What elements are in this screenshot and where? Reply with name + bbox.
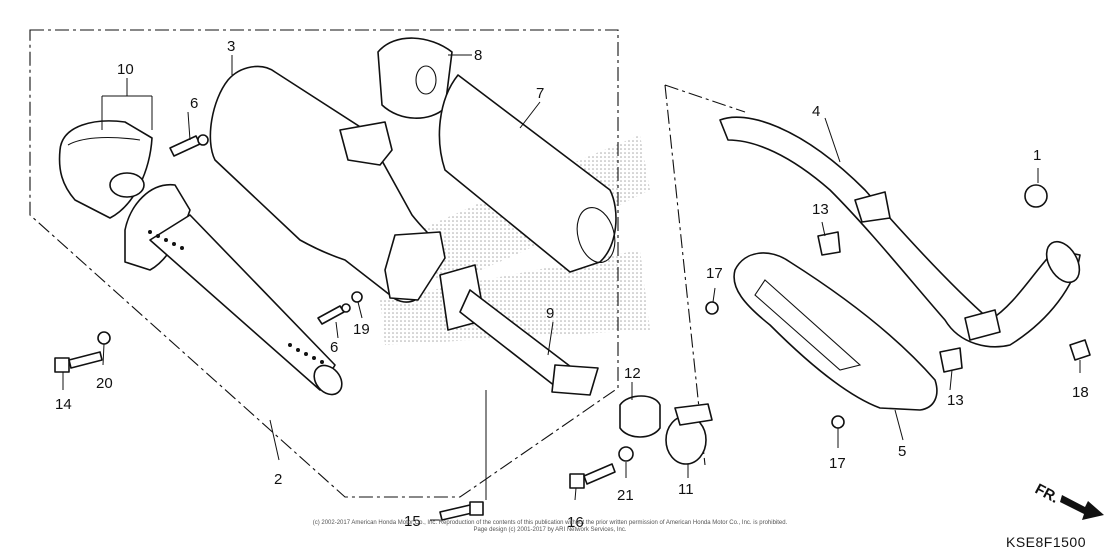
clamp-part[interactable] (665, 403, 713, 465)
rivet-6-lower[interactable] (317, 303, 351, 325)
washer-19[interactable] (351, 291, 363, 303)
callout-1: 1 (1033, 147, 1041, 164)
bolt-16[interactable] (569, 463, 616, 489)
callout-4: 4 (812, 103, 820, 120)
callout-15: 15 (404, 513, 421, 530)
packing-part[interactable] (438, 74, 617, 273)
bolt-15[interactable] (439, 501, 484, 521)
washer-20[interactable] (97, 331, 111, 345)
grommet-part[interactable] (377, 37, 453, 119)
callout-11: 11 (678, 481, 694, 498)
copyright-line-2: Page design (c) 2001-2017 by ARI Network… (473, 527, 627, 533)
callout-8: 8 (474, 47, 482, 64)
callout-6b: 6 (330, 339, 338, 356)
callout-16: 16 (567, 514, 584, 531)
inner-pipe-part[interactable] (124, 184, 347, 400)
callout-3: 3 (227, 38, 235, 55)
callout-10: 10 (117, 61, 134, 78)
callout-5: 5 (898, 443, 906, 460)
bolt-14[interactable] (54, 351, 103, 373)
copyright-notice: (c) 2002-2017 American Honda Motor Co., … (270, 520, 830, 534)
clip-13-lower[interactable] (939, 347, 963, 373)
exhaust-pipe-part[interactable] (719, 116, 1086, 348)
clip-13-upper[interactable] (817, 231, 841, 256)
joint-pipe-part[interactable] (439, 264, 599, 396)
gasket-1[interactable] (1024, 184, 1048, 208)
gasket-part[interactable] (619, 395, 661, 438)
callout-21: 21 (617, 487, 634, 504)
front-arrow-icon (1060, 495, 1104, 520)
callout-12: 12 (624, 365, 641, 382)
callout-13b: 13 (947, 392, 964, 409)
copyright-line-1: (c) 2002-2017 American Honda Motor Co., … (312, 520, 788, 526)
part-number-labels: 1 2 3 4 5 6 6 7 8 9 10 11 12 13 13 14 15… (55, 38, 1089, 531)
muffler-assembly-outline (29, 29, 619, 498)
direction-label: FR. (1032, 481, 1061, 507)
bolt-17-upper[interactable] (705, 301, 719, 315)
heat-protector-part[interactable] (733, 252, 938, 411)
callout-2: 2 (274, 471, 282, 488)
callout-9: 9 (546, 305, 554, 322)
callout-17a: 17 (706, 265, 723, 282)
exhaust-pipe-assembly-outline (664, 84, 746, 466)
front-direction-indicator: FR. (1032, 481, 1104, 520)
callout-14: 14 (55, 396, 72, 413)
muffler-body-part[interactable] (209, 65, 446, 303)
nut-18[interactable] (1069, 339, 1091, 361)
callout-19: 19 (353, 321, 370, 338)
callout-13a: 13 (812, 201, 829, 218)
callout-20: 20 (96, 375, 113, 392)
leader-lines (62, 54, 1081, 521)
bolt-17-lower[interactable] (831, 415, 845, 429)
washer-21[interactable] (618, 446, 634, 462)
grommet-hole (415, 65, 437, 95)
end-cap-part[interactable] (58, 120, 153, 219)
callout-17b: 17 (829, 455, 846, 472)
figure-code: KSE8F1500 (1006, 534, 1086, 550)
callout-7: 7 (536, 85, 544, 102)
rivet-6-upper[interactable] (169, 134, 209, 157)
callout-18: 18 (1072, 384, 1089, 401)
callout-6a: 6 (190, 95, 198, 112)
